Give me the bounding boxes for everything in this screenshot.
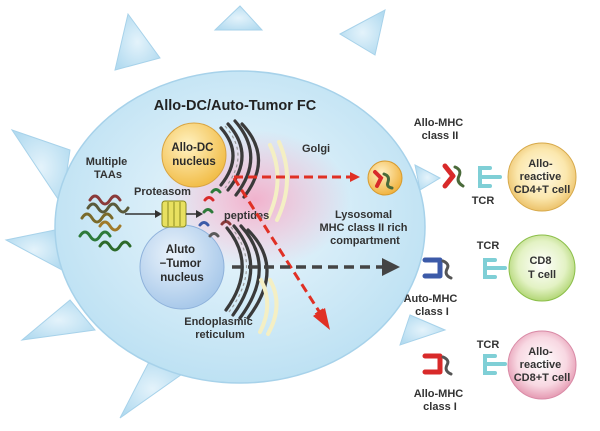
proteasom-label: Proteasom [134,186,191,198]
protein-clusters-icon [78,194,132,252]
proteasome-icon [161,200,187,228]
allo-mhc-class2-label: Allo-MHC class II [414,117,467,142]
allo-mhc-class1-label: Allo-MHC class I [414,388,467,413]
allo-cd8-t-cell [507,330,577,400]
peptides-icon [198,188,232,238]
allo-dc-nucleus-label: Allo-DC nucleus [171,142,216,168]
tcr-label-1: TCR [472,195,495,207]
lysosome [367,160,403,196]
cd8-t-cell-label: CD8 T cell [528,255,556,281]
endoplasmic-reticulum-icon [219,119,269,320]
tcr-label-2: TCR [477,240,500,252]
cd8-t-cell [508,234,576,302]
auto-tumor-nucleus-label: Aluto −Tumor nucleus [160,244,205,284]
allo-mhc-class2-icon [442,163,465,189]
arrowhead [155,210,162,218]
tcr-icon [483,258,507,279]
allo-cd8-t-cell-label: Allo- reactive CD8+T cell [514,346,571,384]
cell-spikes [4,5,447,419]
allo-dc-nucleus [161,122,227,188]
arrowhead [196,210,203,218]
lysosome-mhc-icon [373,170,394,190]
lysosomal-label: Lysosomal MHC class II rich compartment [319,209,410,247]
multiple-taas-label: Multiple TAAs [86,156,131,181]
allo-mhc-class1-icon [422,353,453,376]
endoplasmic-reticulum-label: Endoplasmic reticulum [184,316,256,341]
arrowhead-gray [382,258,400,276]
tcr-icon [483,354,507,375]
golgi-label: Golgi [302,143,330,155]
auto-mhc-class1-icon [422,257,453,280]
auto-mhc-class1-label: Auto-MHC class I [404,293,461,318]
arrowhead-red [313,308,330,330]
golgi-icon [258,140,289,336]
cd4-t-cell [507,142,577,212]
cd4-t-cell-label: Allo- reactive CD4+T cell [514,158,571,196]
diagram-title: Allo-DC/Auto-Tumor FC [154,98,317,114]
er-dashes [224,125,248,313]
tcr-icon [478,166,502,188]
tcr-label-3: TCR [477,339,500,351]
